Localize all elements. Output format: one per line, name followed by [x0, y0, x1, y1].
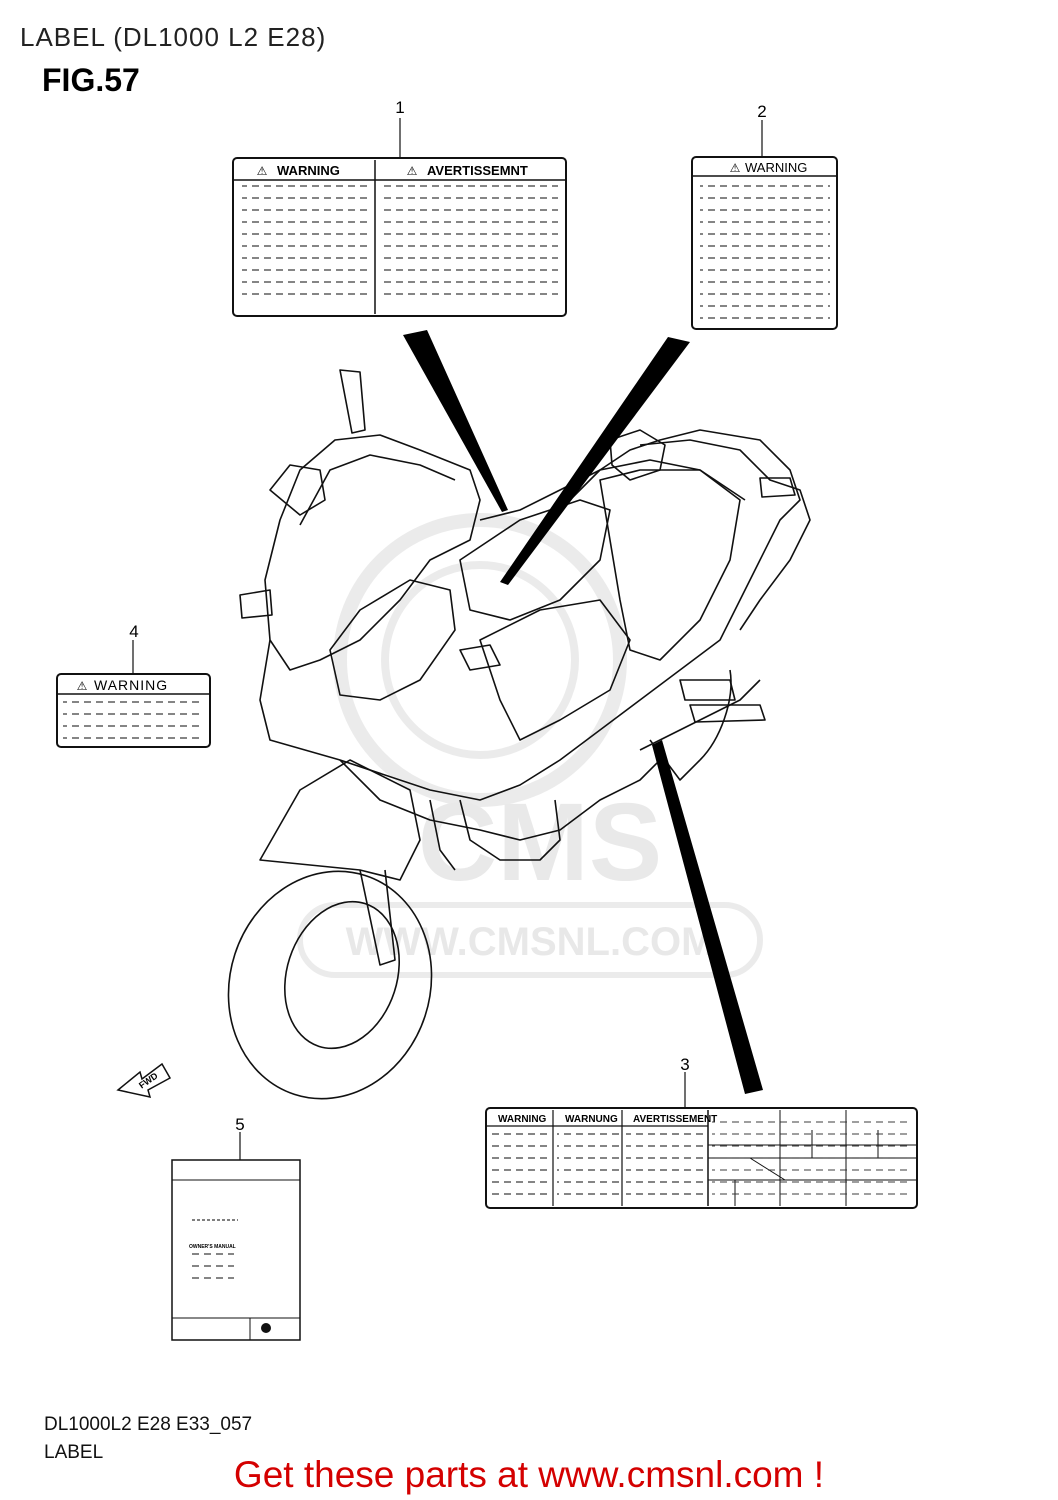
callout-2: 2 [757, 102, 766, 121]
label-4: ⚠ WARNING [56, 673, 211, 748]
label-3-heading-1: WARNING [498, 1114, 547, 1125]
fwd-arrow-icon: FWD [116, 1062, 172, 1099]
diagram-label: LABEL [44, 1442, 104, 1463]
callout-1: 1 [395, 98, 404, 117]
label-1-warning-icon-2: ⚠ [407, 164, 418, 178]
watermark-url: WWW.CMSNL.COM [346, 920, 715, 964]
label-1-right-heading: AVERTISSEMNT [427, 163, 528, 178]
label-2-heading: WARNING [745, 160, 807, 175]
diagram-code: DL1000L2 E28 E33_057 [44, 1414, 253, 1435]
suzuki-logo-icon [261, 1323, 271, 1333]
label-1: ⚠ WARNING ⚠ AVERTISSEMNT [232, 157, 567, 317]
callout-4: 4 [129, 622, 138, 641]
label-4-warning-icon: ⚠ [77, 679, 88, 693]
label-1-left-heading: WARNING [277, 163, 340, 178]
label-1-warning-icon: ⚠ [257, 164, 268, 178]
label-5-owners-manual: OWNER'S MANUAL [171, 1159, 301, 1341]
label-4-heading: WARNING [94, 677, 168, 693]
leader-lines [132, 118, 763, 1160]
watermark: CMS WWW.CMSNL.COM [297, 513, 763, 978]
label-2-warning-icon: ⚠ [730, 161, 741, 175]
pointer-wedges [403, 330, 763, 1094]
watermark-logo: CMS [418, 781, 662, 904]
shop-link[interactable]: Get these parts at www.cmsnl.com ! [233, 1454, 825, 1495]
label-3-heading-2: WARNUNG [565, 1114, 618, 1125]
figure-number: FIG.57 [42, 62, 140, 98]
label-3: WARNING WARNUNG AVERTISSEMENT [485, 1107, 918, 1209]
callout-5: 5 [235, 1115, 244, 1134]
label-5-manual-title: OWNER'S MANUAL [189, 1244, 236, 1250]
label-2: ⚠ WARNING [691, 156, 838, 330]
label-3-heading-3: AVERTISSEMENT [633, 1114, 717, 1125]
page-title: LABEL (DL1000 L2 E28) [20, 22, 327, 52]
callout-3: 3 [680, 1055, 689, 1074]
motorcycle-drawing [227, 369, 811, 1100]
